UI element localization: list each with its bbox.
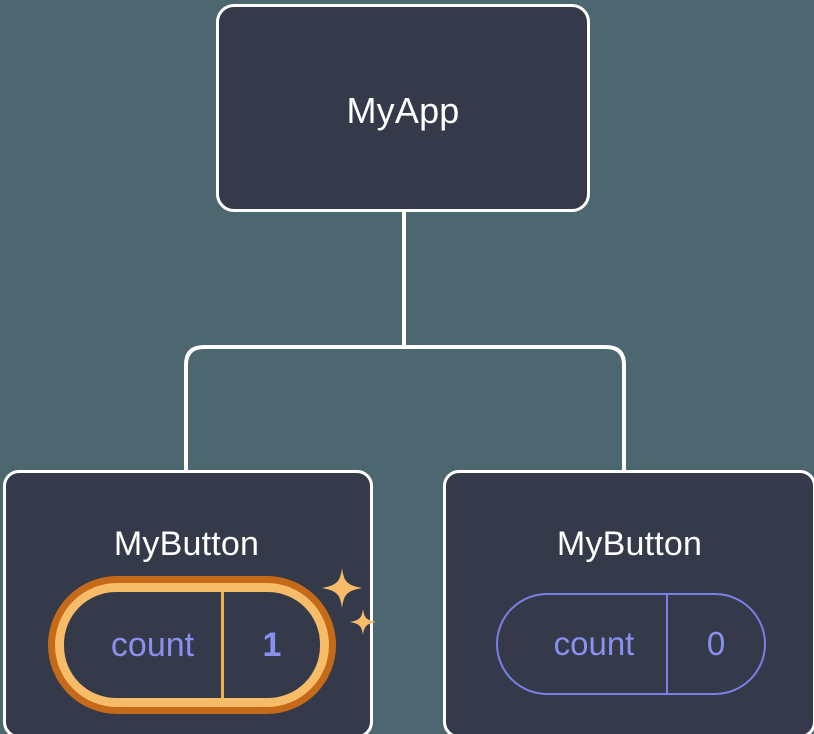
state-divider (221, 592, 224, 698)
state-key-label: count (553, 625, 635, 662)
sparkle-large-icon (322, 568, 362, 608)
sparkle-small-icon (350, 609, 376, 635)
state-divider (666, 595, 668, 693)
node-mybutton-left-label: MyButton (113, 525, 260, 563)
node-mybutton-right-label: MyButton (556, 525, 703, 563)
state-pill-plain[interactable]: count 0 (496, 593, 766, 695)
node-myapp-label: MyApp (346, 90, 460, 131)
state-value-label: 1 (262, 625, 282, 664)
state-pill-highlighted[interactable]: count 1 (48, 576, 336, 714)
state-value-label: 0 (706, 625, 726, 662)
node-mybutton-right[interactable]: MyButton count 0 (443, 470, 814, 734)
edge-branch-bus (184, 345, 626, 470)
state-key-label: count (110, 625, 195, 664)
state-pill-inner: count 1 (64, 592, 320, 698)
node-myapp[interactable]: MyApp (216, 4, 590, 212)
node-mybutton-left[interactable]: MyButton count 1 (3, 470, 376, 734)
